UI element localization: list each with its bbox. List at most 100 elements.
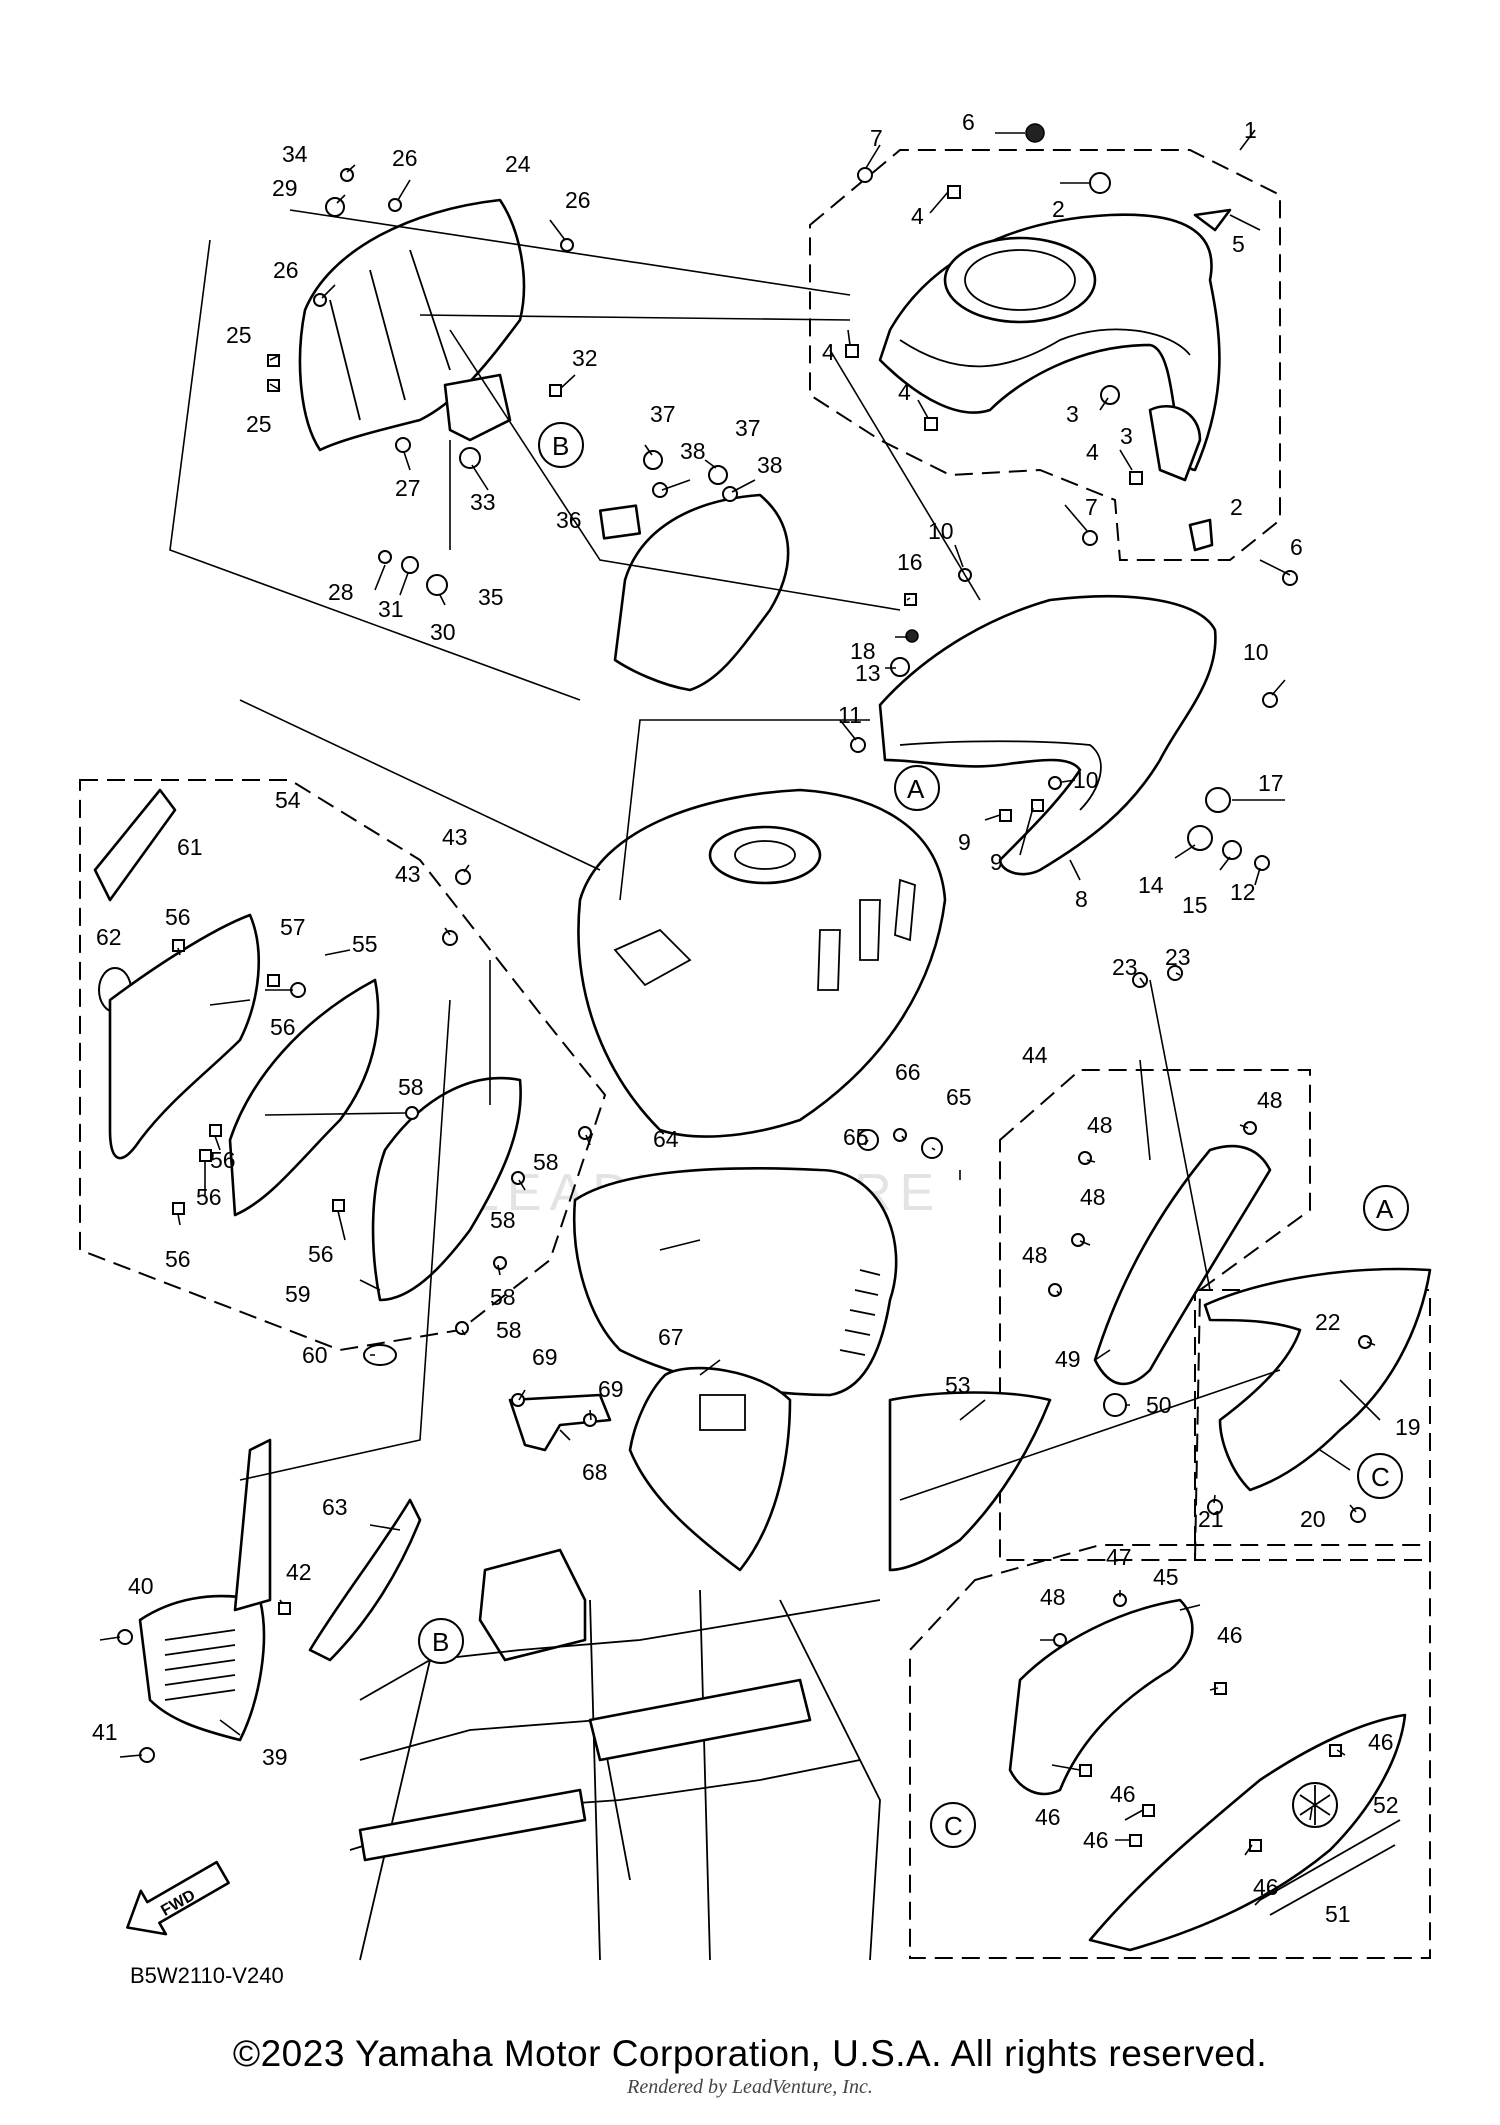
frame-tube bbox=[588, 1678, 812, 1762]
ref-circle-c2 bbox=[930, 1802, 976, 1848]
callout-4: 4 bbox=[911, 203, 924, 229]
bolt-58d bbox=[493, 1256, 507, 1270]
bolt-10b bbox=[1262, 692, 1278, 708]
panel-55 bbox=[228, 978, 380, 1217]
pad-36 bbox=[598, 504, 642, 540]
callout-46b: 46 bbox=[1368, 1729, 1394, 1755]
clip-42 bbox=[278, 1602, 291, 1615]
callout-29: 29 bbox=[272, 175, 298, 201]
bolt-7b bbox=[1082, 530, 1098, 546]
group-outline-1 bbox=[809, 149, 1281, 561]
fuel-tank-cap-area bbox=[708, 825, 822, 885]
callout-26c: 26 bbox=[273, 257, 299, 283]
callout-56e: 56 bbox=[165, 1246, 191, 1272]
callout-56f: 56 bbox=[308, 1241, 334, 1267]
callout-68: 68 bbox=[582, 1459, 608, 1485]
bolt-6b bbox=[1282, 570, 1298, 586]
callout-57: 57 bbox=[280, 914, 306, 940]
frame-rail bbox=[358, 1788, 587, 1862]
washer-3 bbox=[1100, 385, 1120, 405]
callout-2: 2 bbox=[1052, 196, 1065, 222]
callout-46c: 46 bbox=[1035, 1804, 1061, 1830]
callout-4b: 4 bbox=[822, 339, 835, 365]
panel-61 bbox=[93, 788, 177, 902]
clip-46b bbox=[1329, 1744, 1342, 1757]
tank-side-cover-8 bbox=[878, 595, 1217, 876]
screw-34 bbox=[340, 168, 354, 182]
callout-38: 38 bbox=[680, 438, 706, 464]
callout-39: 39 bbox=[262, 1744, 288, 1770]
washer-38a bbox=[652, 482, 668, 498]
bracket-63 bbox=[308, 1498, 422, 1662]
clip-25a bbox=[267, 354, 280, 367]
collar-37b bbox=[708, 465, 728, 485]
callout-43: 43 bbox=[442, 824, 468, 850]
callout-22: 22 bbox=[1315, 1309, 1341, 1335]
panel-39-upper bbox=[233, 1438, 272, 1612]
nut-7 bbox=[857, 167, 873, 183]
reference-markers: B A A C B C bbox=[418, 422, 1409, 1848]
nut-27 bbox=[395, 437, 411, 453]
leader-lines bbox=[99, 129, 1381, 1906]
callout-27: 27 bbox=[395, 475, 421, 501]
collar-37a bbox=[643, 450, 663, 470]
air-scoop-ribs bbox=[329, 249, 451, 421]
clip-4a bbox=[947, 185, 961, 199]
callout-9: 9 bbox=[958, 829, 971, 855]
callout-30: 30 bbox=[430, 619, 456, 645]
bolt-10c bbox=[1048, 776, 1062, 790]
callout-54: 54 bbox=[275, 787, 301, 813]
bolt-48b bbox=[1078, 1151, 1092, 1165]
callout-37: 37 bbox=[650, 401, 676, 427]
clip-4d bbox=[1129, 471, 1143, 485]
bracket-68 bbox=[508, 1393, 612, 1452]
bolt-40 bbox=[117, 1629, 133, 1645]
leaders-mid bbox=[177, 544, 1286, 1356]
callout-56d: 56 bbox=[196, 1184, 222, 1210]
clip-46c bbox=[1079, 1764, 1092, 1777]
callout-4d: 4 bbox=[1086, 439, 1099, 465]
tank-cover-edge bbox=[899, 328, 1191, 368]
callout-35: 35 bbox=[478, 584, 504, 610]
callout-46e: 46 bbox=[1083, 1827, 1109, 1853]
callout-9b: 9 bbox=[990, 849, 1003, 875]
callout-10c: 10 bbox=[1073, 767, 1099, 793]
callout-47: 47 bbox=[1106, 1544, 1132, 1570]
frame bbox=[349, 1589, 881, 1961]
bolt-58c bbox=[511, 1171, 525, 1185]
callout-55: 55 bbox=[352, 931, 378, 957]
ref-circle-a2 bbox=[1363, 1185, 1409, 1231]
panel-51 bbox=[1088, 1713, 1407, 1952]
hardware bbox=[117, 123, 1372, 1852]
nut-57 bbox=[290, 982, 306, 998]
ref-circle-c1 bbox=[1357, 1453, 1403, 1499]
group-outline-44 bbox=[999, 1069, 1311, 1561]
callout-58b: 58 bbox=[533, 1149, 559, 1175]
parts-drawing bbox=[93, 198, 1432, 1961]
panel-45 bbox=[1008, 1598, 1194, 1796]
callout-52: 52 bbox=[1373, 1792, 1399, 1818]
callout-4c: 4 bbox=[898, 379, 911, 405]
panel-51-graphic bbox=[1259, 1819, 1401, 1916]
callout-48e: 48 bbox=[1040, 1584, 1066, 1610]
screw-26a bbox=[388, 198, 402, 212]
callout-34: 34 bbox=[282, 141, 308, 167]
callout-50: 50 bbox=[1146, 1392, 1172, 1418]
clip-56f bbox=[332, 1199, 345, 1212]
bolt-58b bbox=[578, 1126, 592, 1140]
ref-circle-b2 bbox=[418, 1618, 464, 1664]
fuel-tank-pump-plate bbox=[613, 928, 692, 987]
callout-37b: 37 bbox=[735, 415, 761, 441]
bolt-43a bbox=[455, 869, 471, 885]
callout-32: 32 bbox=[572, 345, 598, 371]
bolt-28 bbox=[378, 550, 392, 564]
collar-17 bbox=[1205, 787, 1231, 813]
bolt-58e bbox=[455, 1321, 469, 1335]
callout-58d: 58 bbox=[490, 1284, 516, 1310]
callout-6: 6 bbox=[962, 109, 975, 135]
callout-67: 67 bbox=[658, 1324, 684, 1350]
callout-26b: 26 bbox=[565, 187, 591, 213]
ref-label-b2: B bbox=[432, 1627, 449, 1657]
nut-11 bbox=[850, 737, 866, 753]
panel-19 bbox=[1203, 1267, 1432, 1492]
